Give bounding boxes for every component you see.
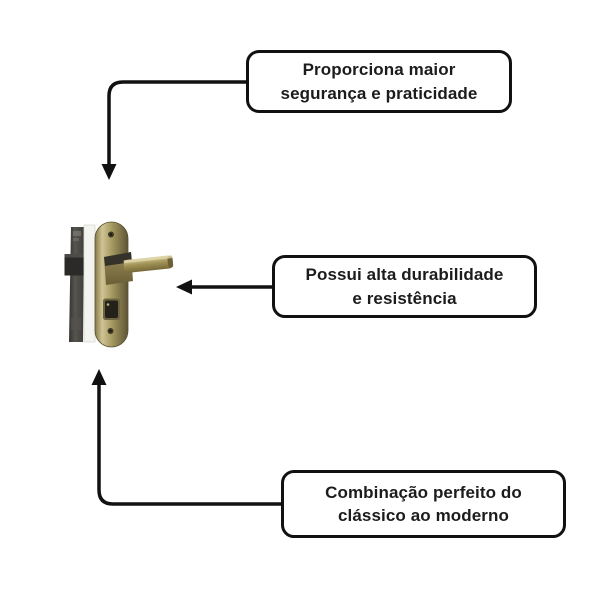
product-door-lock-handle [64, 221, 174, 348]
callout-security-line2: segurança e praticidade [280, 83, 478, 103]
latch-bolt [64, 254, 85, 276]
arrow-bottom-head-icon [91, 369, 107, 385]
callout-style-text: Combinação perfeito do clássico ao moder… [325, 481, 522, 528]
callout-security-text: Proporciona maior segurança e praticidad… [281, 58, 478, 105]
callout-durability-line1: Possui alta durabilidade [305, 265, 504, 285]
lock-body-stamp-small [73, 238, 79, 241]
screw-bottom-slot [109, 329, 112, 333]
callout-durability: Possui alta durabilidade e resistência [272, 255, 537, 318]
callout-style-line1: Combinação perfeito do [325, 482, 522, 502]
handle-lever-tip [167, 255, 174, 268]
callout-security-line1: Proporciona maior [302, 60, 456, 80]
arrow-bottom-line [97, 381, 283, 506]
arrow-middle-head-icon [176, 279, 192, 295]
arrow-bottom-connector [91, 369, 283, 506]
arrow-middle-connector [176, 279, 274, 295]
keyhole-highlight [106, 303, 110, 306]
arrow-top-line [107, 80, 248, 168]
callout-style: Combinação perfeito do clássico ao moder… [281, 470, 566, 538]
arrow-top-head-icon [101, 164, 117, 180]
callout-durability-line2: e resistência [352, 288, 457, 308]
latch-bolt-top-face [64, 254, 85, 258]
screw-top-slot [109, 233, 113, 236]
handle-lever-highlight [123, 255, 173, 264]
callout-security: Proporciona maior segurança e praticidad… [246, 50, 512, 113]
lock-body-stamp [73, 231, 81, 236]
keyhole [105, 300, 118, 318]
faceplate [83, 224, 96, 343]
callout-durability-text: Possui alta durabilidade e resistência [306, 263, 504, 310]
arrow-top-connector [101, 80, 248, 180]
lock-body-cutout [71, 318, 81, 330]
handle-lever [123, 255, 174, 273]
callout-style-line2: clássico ao moderno [337, 506, 509, 525]
